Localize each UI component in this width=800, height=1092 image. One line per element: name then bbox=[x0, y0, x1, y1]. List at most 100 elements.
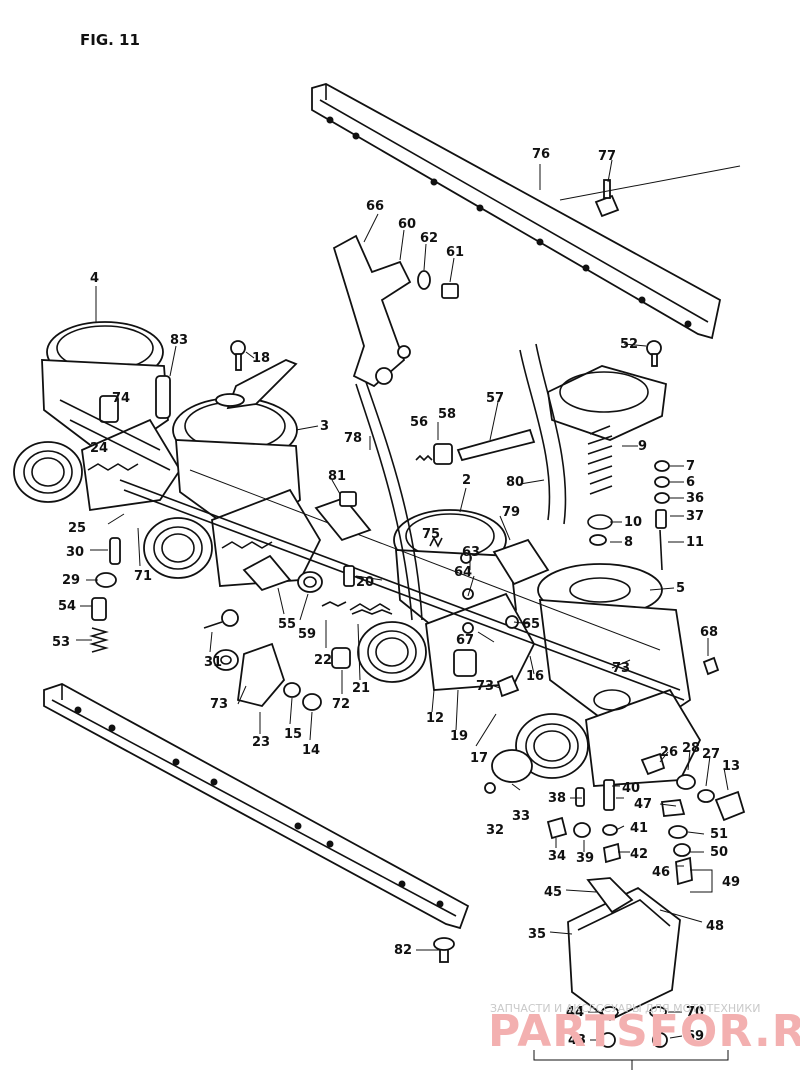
callout-55: 55 bbox=[278, 617, 296, 632]
carburetor-1 bbox=[13, 321, 182, 512]
callout-36: 36 bbox=[686, 491, 704, 506]
callout-69: 69 bbox=[686, 1029, 704, 1044]
callout-75: 73 bbox=[476, 679, 494, 694]
callout-70: 70 bbox=[686, 1005, 704, 1020]
callout-42: 42 bbox=[630, 847, 648, 862]
callout-47: 47 bbox=[634, 797, 652, 812]
callout-38: 38 bbox=[548, 791, 566, 806]
callout-27: 27 bbox=[702, 747, 720, 762]
callout-41: 41 bbox=[630, 821, 648, 836]
callout-43: 43 bbox=[568, 1033, 586, 1048]
watermark-caption: ЗАПЧАСТИ И АКСЕССУАРЫ ДЛЯ МОТОТЕХНИКИ bbox=[490, 1002, 760, 1015]
callout-22: 22 bbox=[314, 653, 332, 668]
callout-83: 82 bbox=[394, 943, 412, 958]
callout-57: 57 bbox=[486, 391, 504, 406]
callout-37: 37 bbox=[686, 509, 704, 524]
callout-32: 32 bbox=[486, 823, 504, 838]
callout-28: 28 bbox=[682, 741, 700, 756]
callout-82: 81 bbox=[328, 469, 346, 484]
callout-49: 49 bbox=[722, 875, 740, 890]
callout-6: 6 bbox=[686, 475, 695, 490]
fuel-tubes bbox=[314, 343, 567, 586]
callout-10: 10 bbox=[624, 515, 642, 530]
callout-21: 21 bbox=[352, 681, 370, 696]
leader-lines bbox=[76, 159, 741, 1041]
callout-30: 30 bbox=[66, 545, 84, 560]
linkage-rods bbox=[119, 469, 685, 701]
callout-9: 9 bbox=[638, 439, 647, 454]
callout-80: 79 bbox=[502, 505, 520, 520]
callout-44: 44 bbox=[566, 1005, 584, 1020]
callout-45: 45 bbox=[544, 885, 562, 900]
callout-61: 61 bbox=[446, 245, 464, 260]
callout-39: 39 bbox=[576, 851, 594, 866]
callout-53: 53 bbox=[52, 635, 70, 650]
small-parts bbox=[89, 179, 746, 1048]
callout-72: 72 bbox=[332, 697, 350, 712]
callout-24: 24 bbox=[90, 441, 108, 456]
callout-50: 50 bbox=[710, 845, 728, 860]
callout-14: 14 bbox=[302, 743, 320, 758]
callout-52: 52 bbox=[620, 337, 638, 352]
callout-48: 48 bbox=[706, 919, 724, 934]
group-brackets bbox=[533, 869, 729, 1070]
callout-46: 46 bbox=[652, 865, 670, 880]
carburetor-4 bbox=[515, 365, 702, 787]
callout-8: 8 bbox=[624, 535, 633, 550]
callout-26: 26 bbox=[660, 745, 678, 760]
callout-73: 73 bbox=[210, 697, 228, 712]
callout-numbers: 4 83 18 3 2 5 9 7 6 36 37 10 8 11 66 60 … bbox=[52, 147, 740, 1048]
callout-35: 35 bbox=[528, 927, 546, 942]
watermark-logo: PARTSFOR.RU bbox=[488, 1006, 800, 1057]
carburetor-2 bbox=[143, 359, 322, 587]
callout-20: 20 bbox=[356, 575, 374, 590]
callout-17: 17 bbox=[470, 751, 488, 766]
callout-73b: 73 bbox=[612, 661, 630, 676]
callout-12: 12 bbox=[426, 711, 444, 726]
callout-54: 54 bbox=[58, 599, 76, 614]
callout-63: 63 bbox=[462, 545, 480, 560]
callout-7: 7 bbox=[686, 459, 695, 474]
callout-40: 40 bbox=[622, 781, 640, 796]
callout-19: 19 bbox=[450, 729, 468, 744]
callout-81: 80 bbox=[506, 475, 524, 490]
callout-16: 16 bbox=[526, 669, 544, 684]
callout-79: 78 bbox=[344, 431, 362, 446]
callout-77: 76 bbox=[532, 147, 550, 162]
callout-34: 34 bbox=[548, 849, 566, 864]
callout-5: 5 bbox=[676, 581, 685, 596]
callout-71: 71 bbox=[134, 569, 152, 584]
callout-59: 59 bbox=[298, 627, 316, 642]
callout-58: 58 bbox=[438, 407, 456, 422]
callout-78: 77 bbox=[598, 149, 616, 164]
callout-23: 23 bbox=[252, 735, 270, 750]
callout-56: 56 bbox=[410, 415, 428, 430]
callout-25: 25 bbox=[68, 521, 86, 536]
callout-84: 83 bbox=[170, 333, 188, 348]
upper-mounting-bracket bbox=[311, 83, 722, 340]
figure-label: FIG. 11 bbox=[80, 31, 140, 49]
callout-33: 33 bbox=[512, 809, 530, 824]
callout-66: 66 bbox=[366, 199, 384, 214]
callout-67: 67 bbox=[456, 633, 474, 648]
callout-11: 11 bbox=[686, 535, 704, 550]
callout-60: 60 bbox=[398, 217, 416, 232]
callout-3: 3 bbox=[320, 419, 329, 434]
callout-62: 62 bbox=[420, 231, 438, 246]
watermark: ЗАПЧАСТИ И АКСЕССУАРЫ ДЛЯ МОТОТЕХНИКИ PA… bbox=[488, 1002, 800, 1057]
callout-31: 31 bbox=[204, 655, 222, 670]
callout-68: 68 bbox=[700, 625, 718, 640]
callout-18: 18 bbox=[252, 351, 270, 366]
callout-4: 4 bbox=[90, 271, 99, 286]
callout-64: 64 bbox=[454, 565, 472, 580]
callout-13: 13 bbox=[722, 759, 740, 774]
callout-76: 75 bbox=[422, 527, 440, 542]
callout-29: 29 bbox=[62, 573, 80, 588]
callout-74: 74 bbox=[112, 391, 130, 406]
choke-linkage bbox=[332, 234, 423, 621]
callout-15: 15 bbox=[284, 727, 302, 742]
callout-65: 65 bbox=[522, 617, 540, 632]
lower-mounting-bracket bbox=[43, 683, 470, 930]
